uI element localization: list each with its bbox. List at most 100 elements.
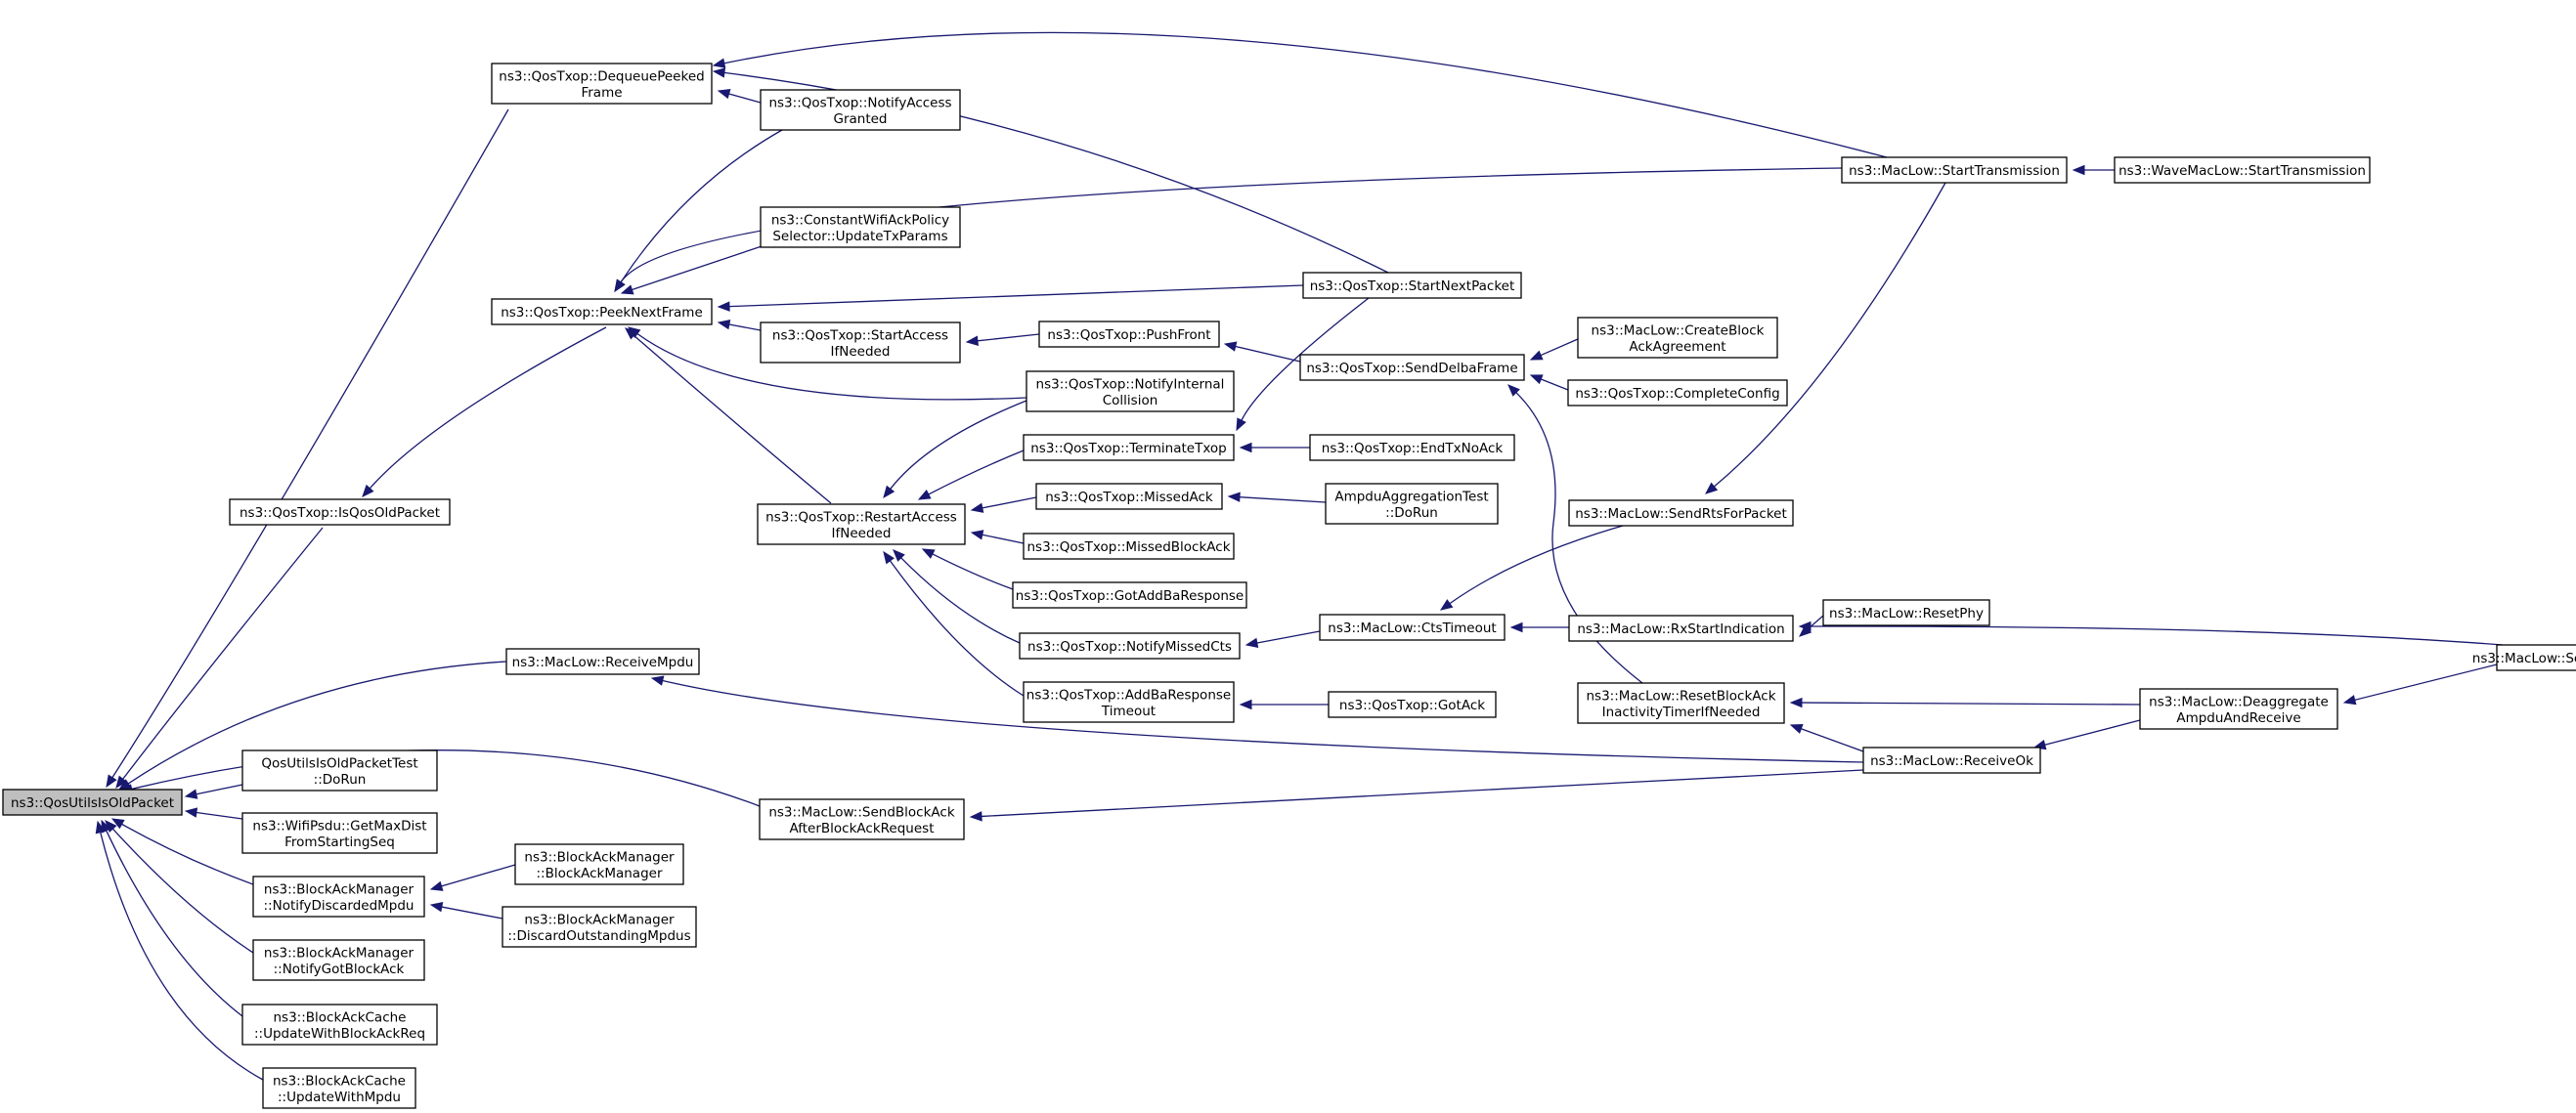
node-box (1038, 321, 1220, 348)
node-box (491, 298, 713, 325)
node-sendRts[interactable]: ns3::MacLow::SendRtsForPacket (1568, 499, 1794, 527)
edge-updateMpdu-to-root (95, 820, 264, 1081)
node-label: ns3::QosTxop::NotifyMissedCts (1027, 639, 1232, 655)
node-endTxNoAck[interactable]: ns3::QosTxop::EndTxNoAck (1309, 434, 1515, 461)
node-box (1026, 370, 1235, 412)
node-label: ns3::QosTxop::DequeuePeeked (499, 68, 704, 84)
node-box (1841, 156, 2068, 184)
node-label: ns3::MacLow::Deaggregate (2149, 694, 2329, 709)
node-gotAck[interactable]: ns3::QosTxop::GotAck (1328, 691, 1497, 718)
node-missedAck[interactable]: ns3::QosTxop::MissedAck (1035, 483, 1223, 510)
node-updateBAReq[interactable]: ns3::BlockAckCache::UpdateWithBlockAckRe… (241, 1004, 438, 1046)
node-qosTest[interactable]: QosUtilsIsOldPacketTest::DoRun (241, 749, 438, 792)
edge-line (121, 823, 254, 885)
node-box (760, 321, 961, 364)
node-discardOut[interactable]: ns3::BlockAckManager::DiscardOutstanding… (502, 906, 697, 948)
edge-startNext-to-peekNext (717, 284, 1304, 312)
edge-line (122, 527, 324, 780)
edge-line (1256, 630, 1321, 644)
node-isQosOld[interactable]: ns3::QosTxop::IsQosOldPacket (229, 498, 451, 526)
node-sendBAAfter[interactable]: ns3::MacLow::SendBlockAckAfterBlockAckRe… (759, 798, 965, 840)
node-startTx[interactable]: ns3::MacLow::StartTransmission (1841, 156, 2068, 184)
edge-qosTest-to-root (184, 784, 243, 799)
edge-isQosOld-to-root (115, 527, 324, 790)
node-root[interactable]: ns3::QosUtilsIsOldPacket (2, 789, 183, 816)
node-label: IfNeeded (832, 526, 892, 541)
node-resetBA[interactable]: ns3::MacLow::ResetBlockAckInactivityTime… (1577, 682, 1785, 724)
node-rxStart[interactable]: ns3::MacLow::RxStartIndication (1568, 615, 1794, 642)
edge-getMaxDist-to-root (184, 807, 243, 820)
edge-bamCtor-to-notifyDiscarded (429, 864, 516, 891)
edge-peekNext-to-isQosOld (362, 326, 607, 497)
edge-arrowhead (965, 335, 979, 346)
node-box (1023, 434, 1235, 461)
edge-arrowhead (1789, 724, 1804, 734)
node-notifyGotBA[interactable]: ns3::BlockAckManager::NotifyGotBlockAck (252, 939, 425, 981)
edge-arrowhead (429, 902, 444, 913)
node-ampduTest[interactable]: AmpduAggregationTest::DoRun (1325, 483, 1499, 525)
edge-arrowhead (917, 490, 932, 500)
node-notifyDiscarded[interactable]: ns3::BlockAckManager::NotifyDiscardedMpd… (252, 876, 425, 918)
edge-line (1810, 625, 2504, 646)
node-label: AmpduAggregationTest (1334, 489, 1488, 504)
node-sendDelba[interactable]: ns3::QosTxop::SendDelbaFrame (1299, 354, 1525, 381)
edge-arrowhead (717, 319, 731, 330)
edge-line (111, 108, 509, 779)
edge-receiveOk-to-resetBA (1789, 724, 1864, 752)
edge-arrowhead (1227, 492, 1241, 502)
node-box (757, 503, 966, 545)
node-updateMpdu[interactable]: ns3::BlockAckCache::UpdateWithMpdu (262, 1067, 416, 1109)
edge-addBaTimeout-to-restart (883, 550, 1025, 697)
node-label: InactivityTimerIfNeeded (1602, 705, 1761, 720)
edge-arrowhead (614, 278, 626, 293)
node-setPhy[interactable]: ns3::MacLow::SetPhy (2472, 644, 2576, 671)
node-box (229, 498, 451, 526)
edge-line (723, 71, 1389, 274)
edge-line (1540, 378, 1569, 391)
edge-line (890, 400, 1027, 490)
edge-line (900, 557, 1021, 644)
node-peekNext[interactable]: ns3::QosTxop::PeekNextFrame (491, 298, 713, 325)
node-label: ns3::BlockAckManager (524, 912, 675, 927)
node-pushFront[interactable]: ns3::QosTxop::PushFront (1038, 321, 1220, 348)
node-resetPhy[interactable]: ns3::MacLow::ResetPhy (1822, 599, 1990, 626)
edge-line (1801, 728, 1864, 752)
edge-notifyInternal-to-restart (883, 400, 1027, 499)
node-receiveMpdu[interactable]: ns3::MacLow::ReceiveMpdu (505, 648, 700, 675)
node-box (241, 749, 438, 792)
edge-line (441, 864, 516, 887)
node-label: ns3::QosTxop::AddBaResponse (1026, 687, 1231, 703)
node-receiveOk[interactable]: ns3::MacLow::ReceiveOk (1862, 747, 2041, 774)
edge-arrowhead (712, 67, 726, 78)
edge-missedAck-to-restart (970, 496, 1037, 513)
node-label: ns3::MacLow::SetPhy (2472, 651, 2576, 666)
node-label: FromStartingSeq (284, 835, 395, 850)
node-startNext[interactable]: ns3::QosTxop::StartNextPacket (1302, 272, 1522, 299)
node-box (262, 1067, 416, 1109)
node-missedBlockAck[interactable]: ns3::QosTxop::MissedBlockAck (1023, 533, 1235, 560)
node-constAck[interactable]: ns3::ConstantWifiAckPolicySelector::Upda… (760, 206, 961, 248)
node-notifyMissedCts[interactable]: ns3::QosTxop::NotifyMissedCts (1019, 632, 1241, 660)
node-completeConfig[interactable]: ns3::QosTxop::CompleteConfig (1567, 379, 1788, 407)
edge-arrowhead (1529, 374, 1544, 385)
node-ctsTimeout[interactable]: ns3::MacLow::CtsTimeout (1319, 614, 1506, 641)
node-terminate[interactable]: ns3::QosTxop::TerminateTxop (1023, 434, 1235, 461)
edge-notifyGotBA-to-root (105, 820, 254, 954)
edge-line (111, 828, 254, 954)
node-waveStartTx[interactable]: ns3::WaveMacLow::StartTransmission (2114, 156, 2371, 184)
node-label: ns3::MacLow::SendRtsForPacket (1575, 506, 1787, 522)
edge-arrowhead (184, 789, 198, 799)
edge-arrowhead (717, 301, 730, 312)
node-bamCtor[interactable]: ns3::BlockAckManager::BlockAckManager (514, 843, 684, 885)
node-gotAddBa[interactable]: ns3::QosTxop::GotAddBaResponse (1012, 581, 1247, 609)
node-label: ns3::QosTxop::MissedAck (1045, 490, 1213, 505)
